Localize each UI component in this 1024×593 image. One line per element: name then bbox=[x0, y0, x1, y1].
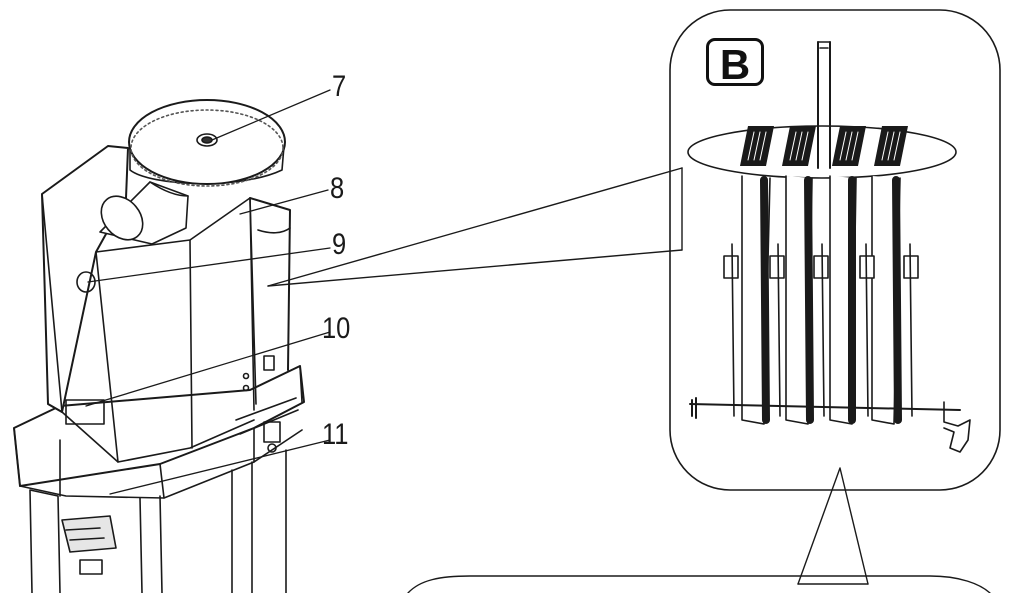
callout-8: 8 bbox=[330, 172, 345, 205]
callout-10: 10 bbox=[322, 312, 351, 345]
leader-lines bbox=[85, 89, 331, 495]
machine-body bbox=[13, 99, 305, 593]
callout-9: 9 bbox=[332, 228, 347, 261]
detail-projection-lines bbox=[267, 167, 683, 287]
detail-b-badge: B bbox=[706, 38, 764, 88]
callout-11: 11 bbox=[322, 418, 349, 451]
lower-callout-wedge bbox=[407, 467, 991, 593]
callout-7: 7 bbox=[332, 70, 347, 103]
detail-b-panel bbox=[669, 9, 1001, 491]
